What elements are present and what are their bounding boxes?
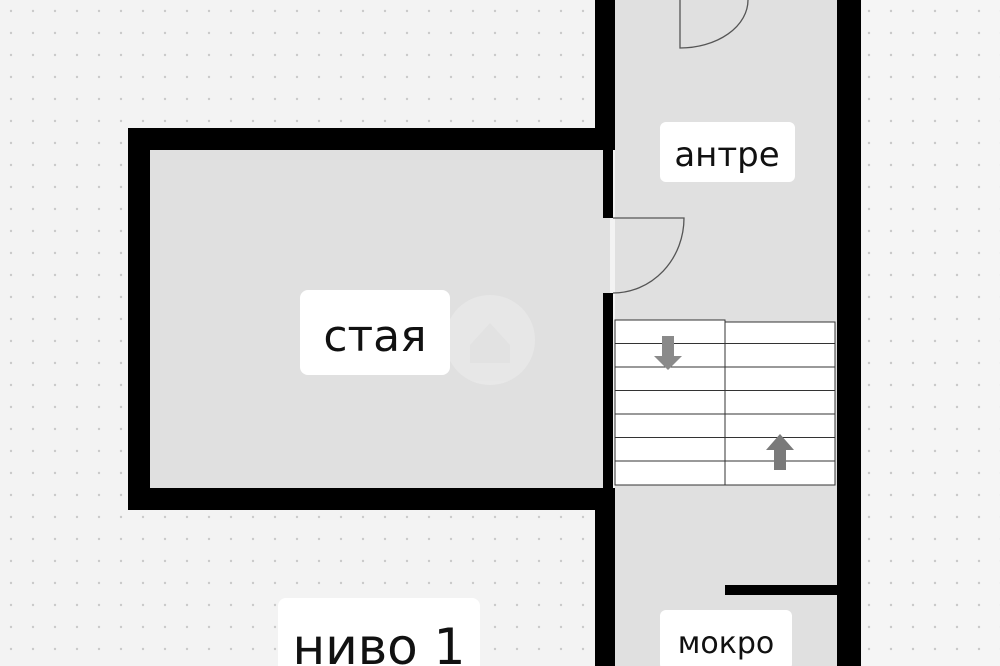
staircase	[614, 319, 836, 486]
bathroom-wall	[725, 585, 837, 595]
room-right-wall-upper	[603, 150, 613, 218]
stairs-up-arrow-icon	[766, 434, 794, 470]
hall-left-wall-top	[595, 0, 615, 150]
room-bottom-wall	[128, 488, 615, 510]
watermark-logo	[445, 295, 535, 385]
room-top-wall	[128, 128, 615, 150]
entrance-door-swing	[679, 0, 749, 49]
stairs-down-arrow-icon	[654, 336, 682, 370]
room-label: стая	[323, 311, 426, 362]
label-hall: антре	[660, 122, 795, 182]
label-level: ниво 1	[278, 598, 480, 666]
level-label: ниво 1	[293, 618, 466, 666]
label-room: стая	[300, 290, 450, 375]
hall-right-wall	[837, 0, 861, 666]
label-bathroom: мокро	[660, 610, 792, 666]
room-door-swing	[612, 217, 685, 294]
hall-label: антре	[674, 135, 779, 175]
walls	[128, 0, 861, 666]
room-left-wall	[128, 128, 150, 510]
room-right-wall-lower	[603, 293, 613, 488]
bathroom-label: мокро	[678, 626, 775, 661]
doors	[612, 0, 749, 294]
hall-left-wall-bottom	[595, 510, 615, 666]
